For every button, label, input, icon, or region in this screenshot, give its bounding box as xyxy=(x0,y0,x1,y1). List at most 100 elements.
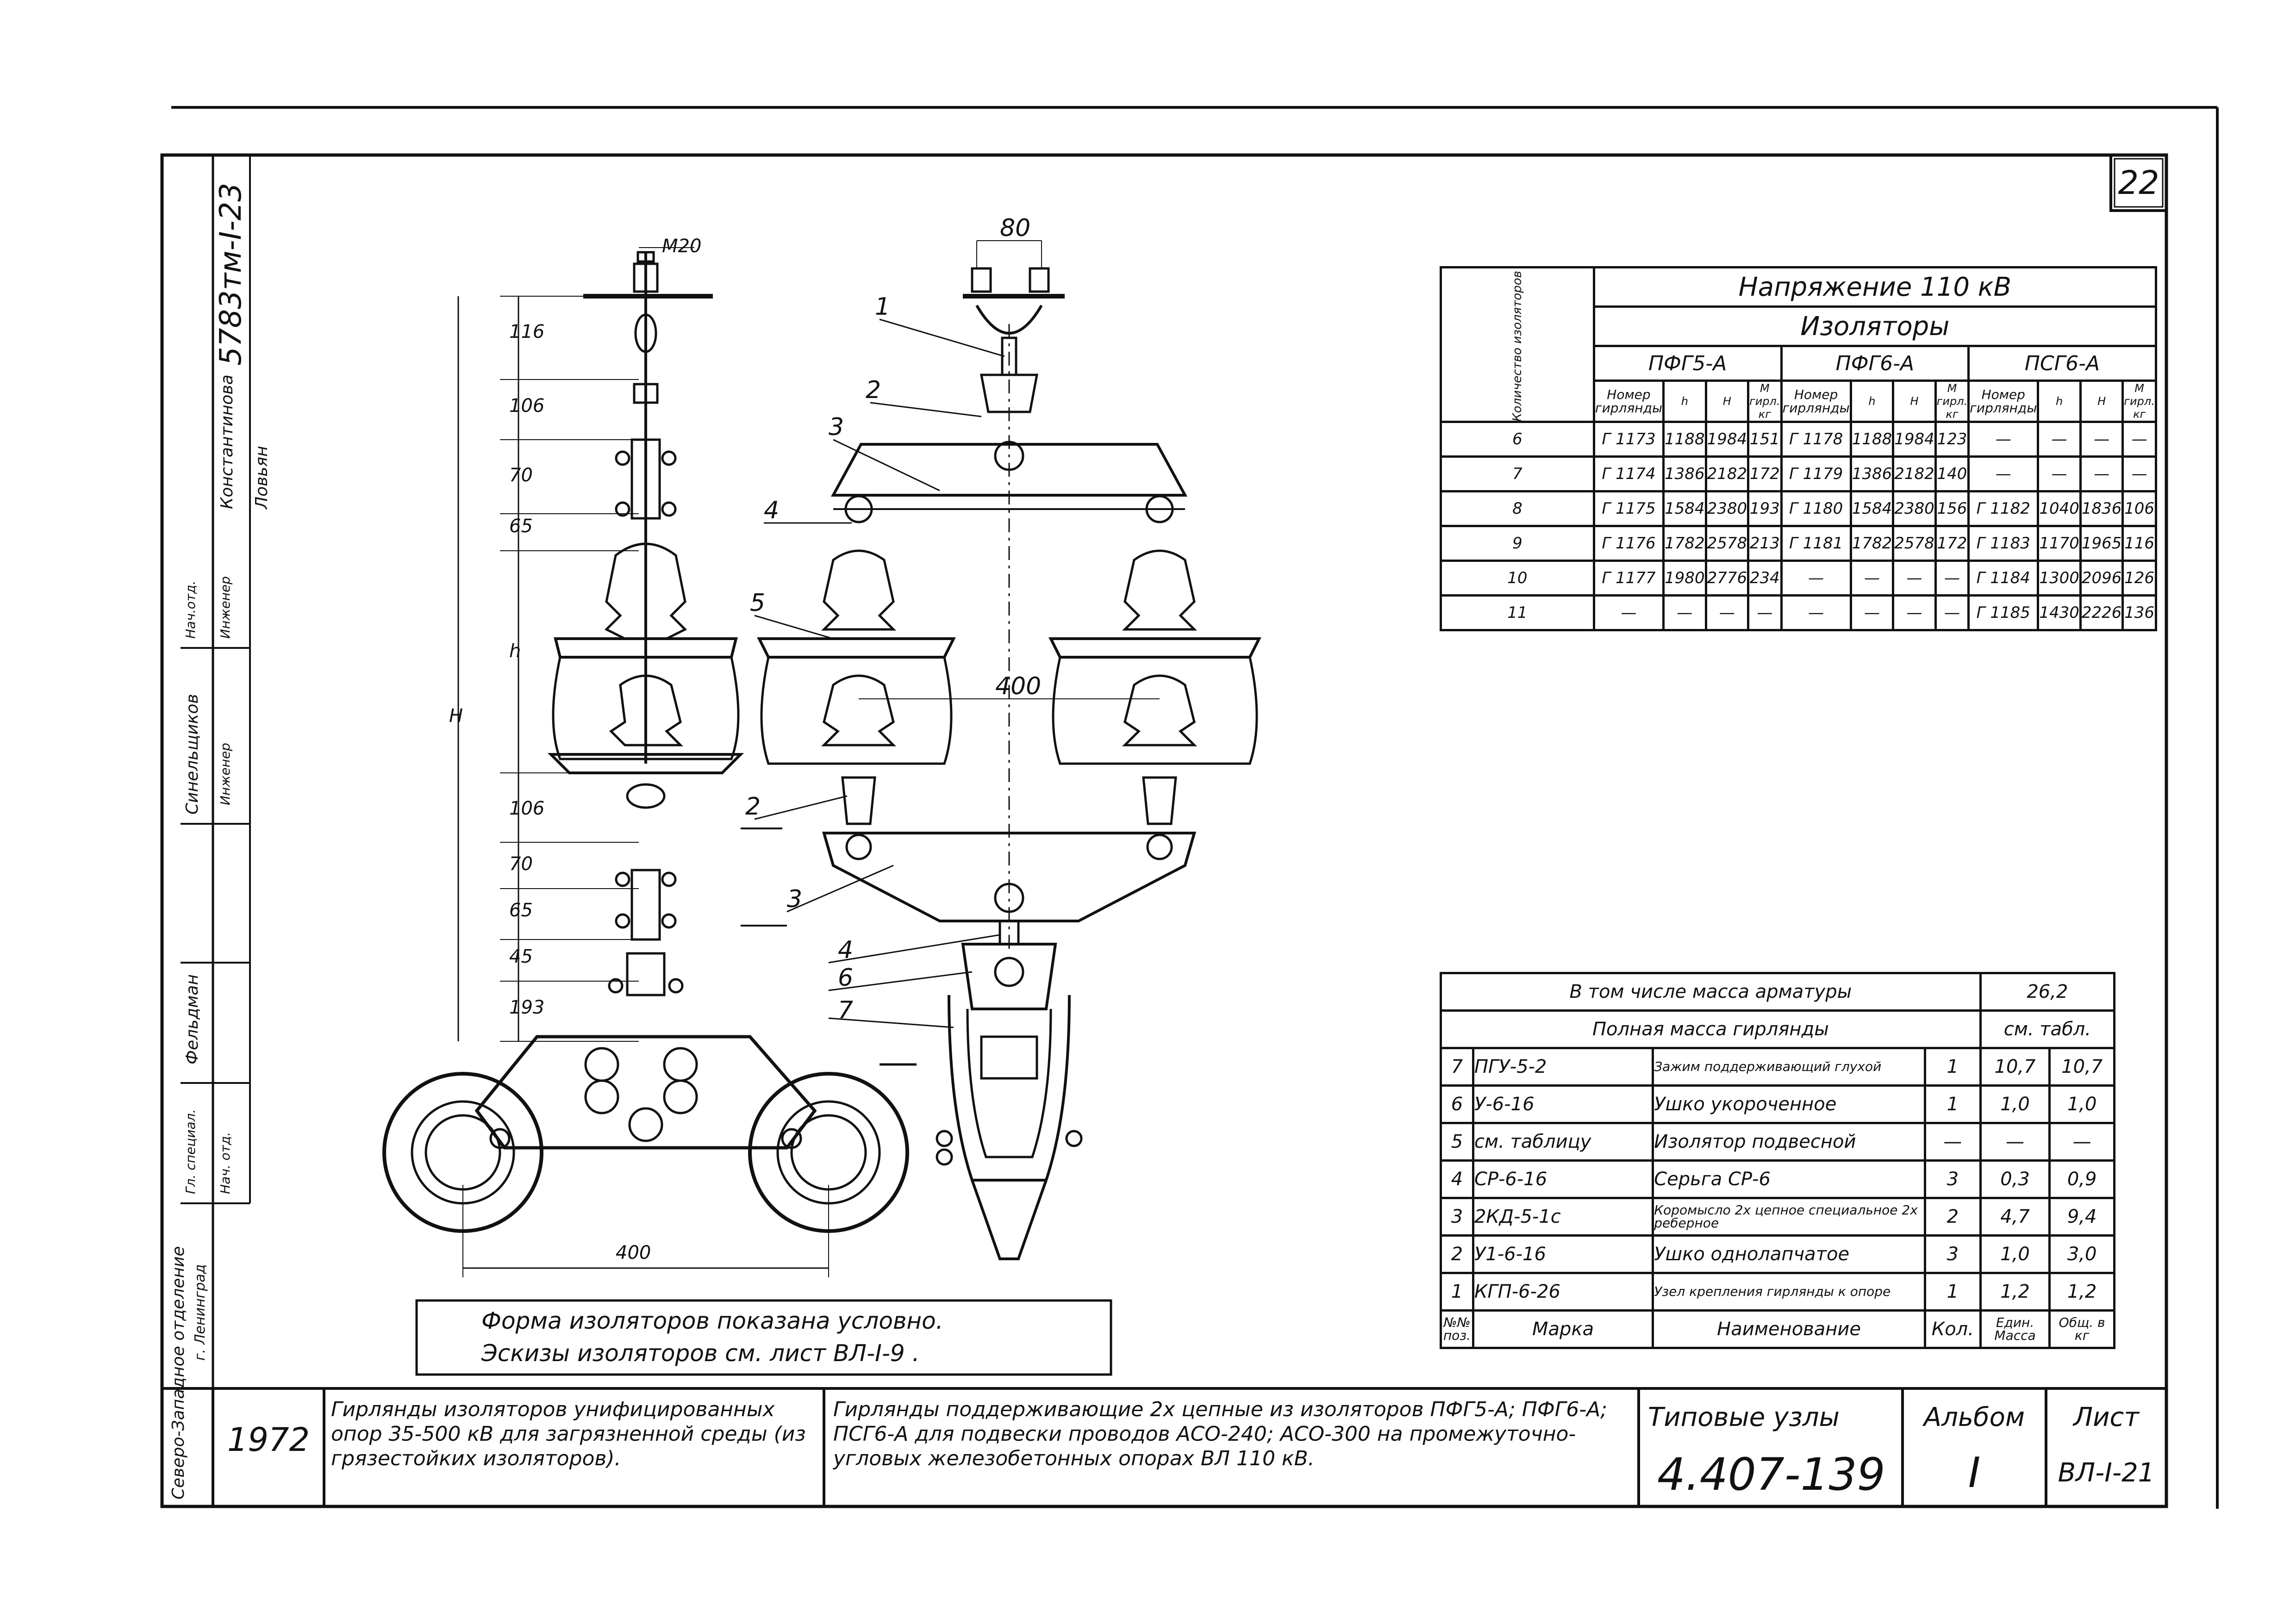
table-cell: 126 xyxy=(2121,560,2157,597)
spec-total: 9,4 xyxy=(2048,1197,2115,1237)
callout-number: 3 xyxy=(829,413,844,441)
spec-unit: 0,3 xyxy=(1979,1159,2051,1199)
left-assembly-drawing xyxy=(382,247,917,1277)
sub-header-mass: М гирл. кг xyxy=(2121,380,2157,423)
table-cell: 172 xyxy=(1934,525,1970,562)
callout-number: 2 xyxy=(866,376,881,404)
table-cell: 2578 xyxy=(1704,525,1750,562)
callout-number: 3 xyxy=(787,885,802,913)
spec-qty: 1 xyxy=(1923,1047,1982,1087)
spec-name: Зажим поддерживающий глухой xyxy=(1652,1047,1926,1087)
album-value: I xyxy=(1968,1449,1981,1497)
table-cell: 2096 xyxy=(2079,560,2124,597)
right-assembly-drawing xyxy=(741,240,1261,1260)
table-cell: — xyxy=(2121,421,2157,458)
spec-total: — xyxy=(2048,1122,2115,1162)
table-cell: 136 xyxy=(2121,594,2157,631)
table-cell: 1170 xyxy=(2037,525,2082,562)
table-cell: — xyxy=(2037,421,2082,458)
dimension-label: h xyxy=(509,641,521,662)
note-box xyxy=(415,1299,1112,1376)
title-block-frame xyxy=(162,1387,2166,1506)
table-cell: 156 xyxy=(1934,490,1970,527)
table-cell: — xyxy=(2079,421,2124,458)
table-cell: 2380 xyxy=(1892,490,1937,527)
sub-header-number: Номер гирлянды xyxy=(1967,380,2040,423)
stamp-name: Константинова xyxy=(218,374,237,509)
callout-number: 6 xyxy=(838,964,853,992)
sub-header-number: Номер гирлянды xyxy=(1780,380,1852,423)
stamp-role: Инженер xyxy=(218,742,233,805)
table-cell: 123 xyxy=(1934,421,1970,458)
spec-total: 1,2 xyxy=(2048,1272,2115,1312)
table-cell: 2380 xyxy=(1704,490,1750,527)
dimension-label: М20 xyxy=(662,236,701,257)
spec-mark: ПГУ-5-2 xyxy=(1472,1047,1654,1087)
garland-number: Г 1175 xyxy=(1592,490,1665,527)
table-cell: 1584 xyxy=(1662,490,1707,527)
table-cell: 1782 xyxy=(1849,525,1895,562)
spec-unit: 10,7 xyxy=(1979,1047,2051,1087)
table-cell: 2182 xyxy=(1704,455,1750,492)
sub-header-H: H xyxy=(1704,380,1750,423)
table-cell: 1984 xyxy=(1704,421,1750,458)
table-cell: — xyxy=(1934,560,1970,597)
spec-unit: — xyxy=(1979,1122,2051,1162)
spec-pos: 4 xyxy=(1440,1159,1474,1199)
sub-header-mass: М гирл. кг xyxy=(1934,380,1970,423)
spec-unit: 1,0 xyxy=(1979,1234,2051,1274)
garland-number: Г 1178 xyxy=(1780,421,1852,458)
dimension-label: 116 xyxy=(509,321,544,342)
garland-number: Г 1184 xyxy=(1967,560,2040,597)
spec-total: 0,9 xyxy=(2048,1159,2115,1199)
garland-number: Г 1176 xyxy=(1592,525,1665,562)
total-mass-label: Полная масса гирлянды xyxy=(1440,1009,1982,1049)
dimension-label: 70 xyxy=(509,853,533,875)
dimension-label: 80 xyxy=(1000,214,1030,242)
spec-mark: 2КД-5-1с xyxy=(1472,1197,1654,1237)
spec-total: 1,0 xyxy=(2048,1084,2115,1124)
album-label: Альбом xyxy=(1923,1402,2025,1432)
spec-qty: 2 xyxy=(1923,1197,1982,1237)
spec-unit: 1,2 xyxy=(1979,1272,2051,1312)
spec-table: В том числе масса арматуры 26,2 Полная м… xyxy=(1440,972,2116,1349)
footer-pos: №№ поз. xyxy=(1440,1309,1474,1349)
isolator-count: 8 xyxy=(1440,490,1595,527)
dimension-label: 45 xyxy=(509,946,533,967)
sheet-title: Гирлянды поддерживающие 2х цепные из изо… xyxy=(833,1398,1608,1470)
spec-footer-row: №№ поз. Марка Наименование Кол. Един. Ма… xyxy=(1440,1309,2115,1349)
isolator-type-1: ПФГ5-А xyxy=(1592,345,1783,382)
table-cell: 116 xyxy=(2121,525,2157,562)
spec-name: Ушко однолапчатое xyxy=(1652,1234,1926,1274)
sheet-number: 22 xyxy=(2118,164,2159,202)
footer-qty: Кол. xyxy=(1923,1309,1982,1349)
callout-number: 2 xyxy=(745,793,761,821)
fittings-mass-value: 26,2 xyxy=(1979,972,2116,1012)
total-mass-value: см. табл. xyxy=(1979,1009,2116,1049)
footer-name: Наименование xyxy=(1652,1309,1926,1349)
spec-mark: КГП-6-26 xyxy=(1472,1272,1654,1312)
stamp-role: Гл. специал. xyxy=(183,1109,198,1194)
stamp-city: г. Ленинград xyxy=(192,1264,208,1361)
garland-number: — xyxy=(1592,594,1665,631)
callout-number: 5 xyxy=(750,589,765,617)
spec-mark: У1-6-16 xyxy=(1472,1234,1654,1274)
table-cell: — xyxy=(1704,594,1750,631)
spec-qty: 3 xyxy=(1923,1159,1982,1199)
dimension-label: H xyxy=(449,705,463,727)
table-cell: — xyxy=(1849,594,1895,631)
table-cell: — xyxy=(2037,455,2082,492)
spec-name: Узел крепления гирлянды к опоре xyxy=(1652,1272,1926,1312)
callout-number: 1 xyxy=(875,293,890,321)
table-cell: 1040 xyxy=(2037,490,2082,527)
dimension-label: 400 xyxy=(616,1242,651,1263)
note-line-1: Форма изоляторов показана условно. xyxy=(481,1307,943,1334)
spec-pos: 3 xyxy=(1440,1197,1474,1237)
